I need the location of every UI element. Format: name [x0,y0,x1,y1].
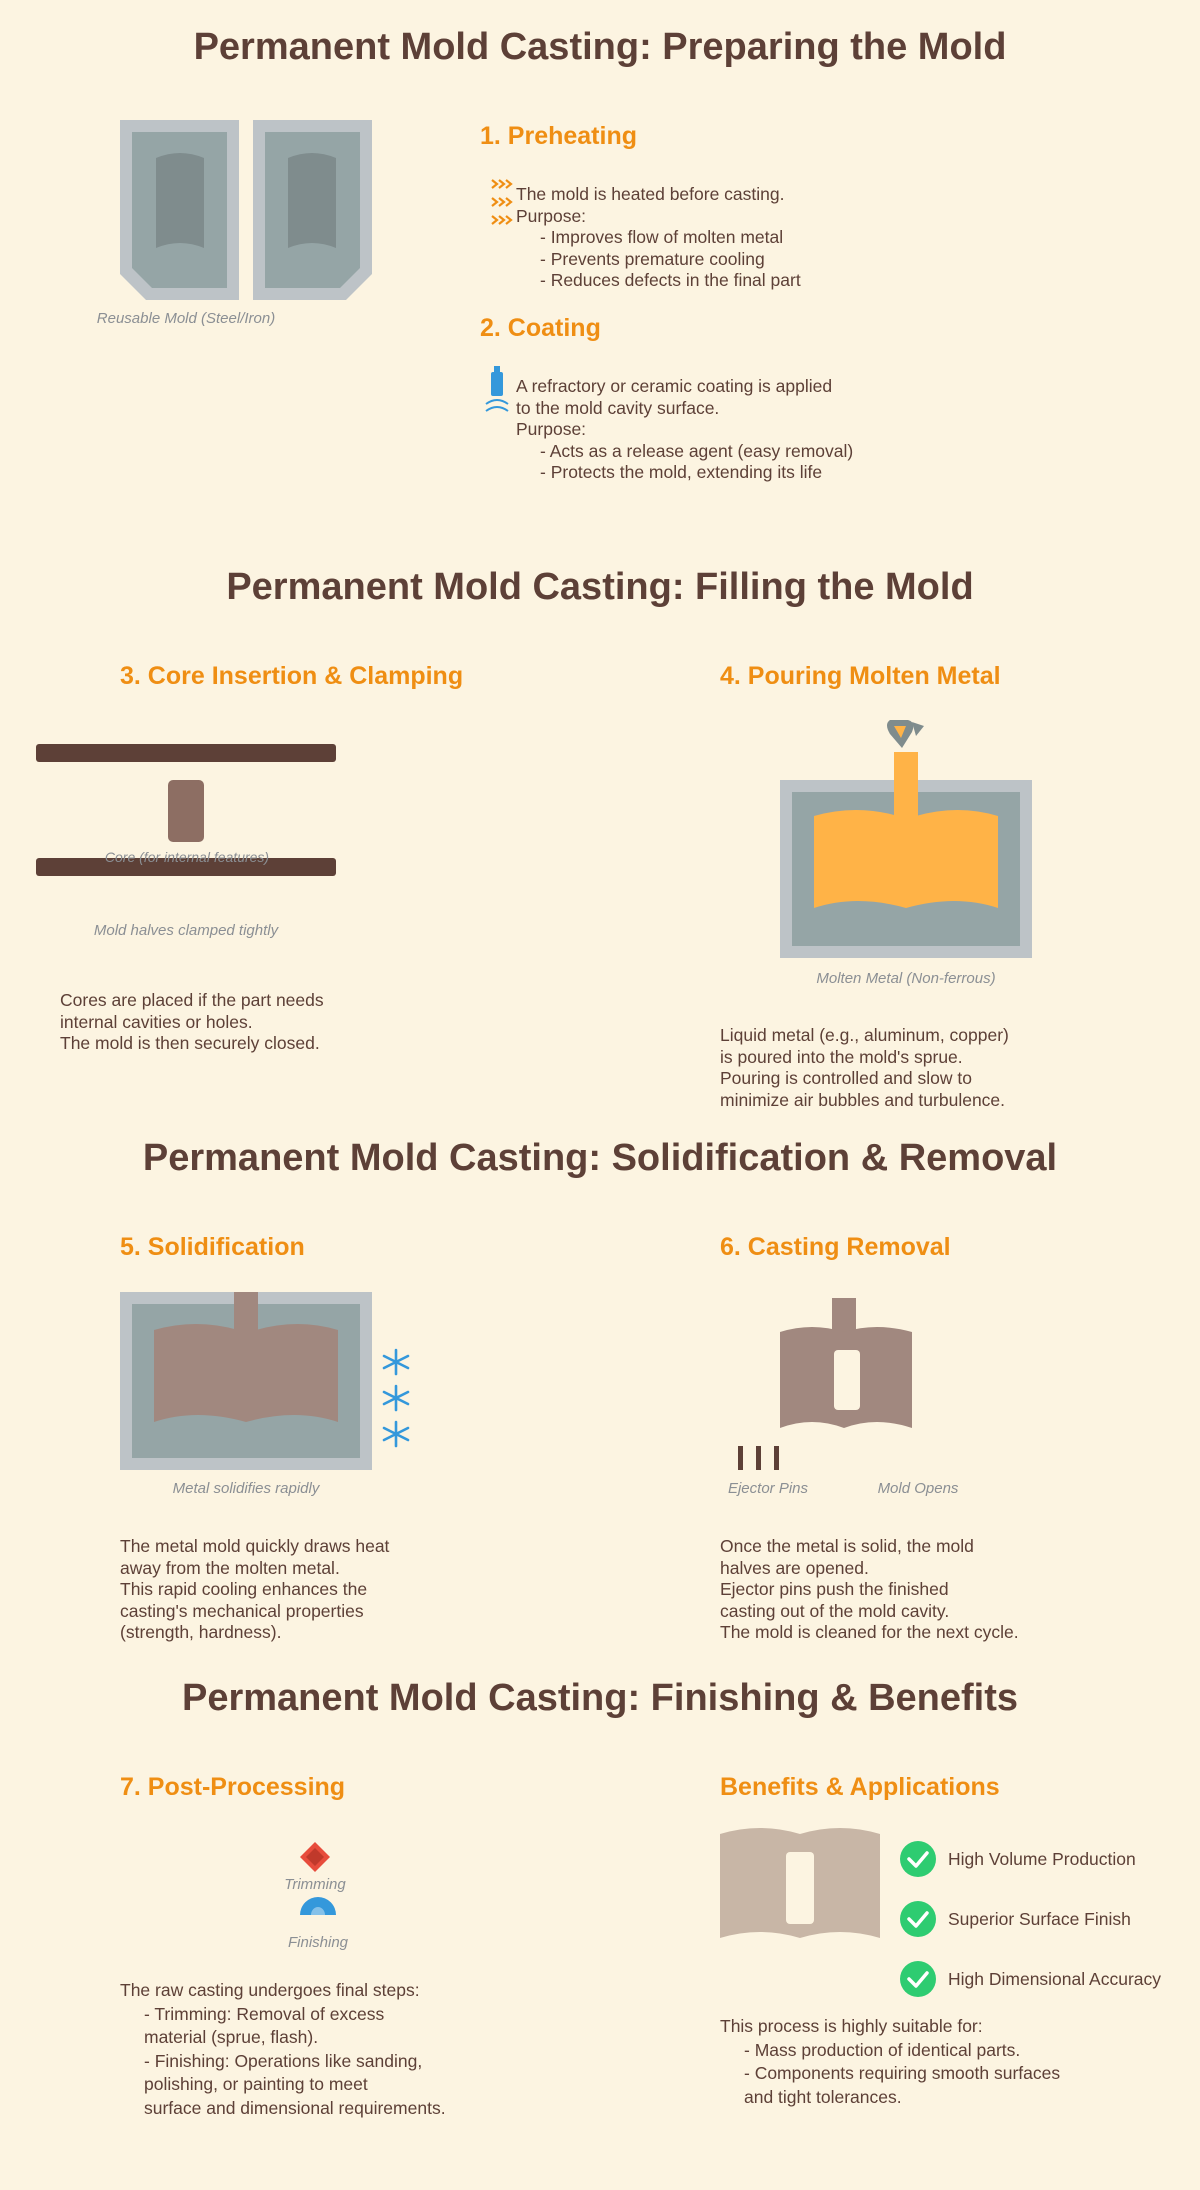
step3-line: Cores are placed if the part needs [60,990,324,1010]
step7-text: The raw casting undergoes final steps: -… [120,1979,446,2120]
core-label: Core (for internal features) [104,849,270,865]
spray-bottle-icon [485,366,509,412]
benefits-bullet: - Mass production of identical parts. [744,2039,1021,2060]
step7-bullet: - Trimming: Removal of excess [144,2003,385,2024]
finished-part-diagram [720,1828,880,1938]
benefits-bullet: and tight tolerances. [744,2086,902,2107]
finishing-label: Finishing [287,1934,349,1951]
step5-line: This rapid cooling enhances the [120,1579,368,1599]
step5-line: casting's mechanical properties [120,1600,364,1621]
step1-line: The mold is heated before casting. [516,184,785,204]
step6-heading: 6. Casting Removal [720,1233,951,1261]
solidification-diagram [120,1292,410,1470]
benefit-item: High Dimensional Accuracy [948,1969,1162,1989]
step7-intro: The raw casting undergoes final steps: [120,1980,420,2000]
step4-heading: 4. Pouring Molten Metal [720,662,1001,690]
step1-text: The mold is heated before casting. Purpo… [516,184,801,292]
check-icon [900,1841,936,1877]
step6-line: halves are opened. [720,1557,869,1578]
snowflake-icon [382,1348,410,1448]
step5-text: The metal mold quickly draws heat away f… [120,1536,389,1644]
step7-heading: 7. Post-Processing [120,1773,346,1801]
section-title-solidification: Permanent Mold Casting: Solidification &… [142,1137,1058,1179]
step3-heading: 3. Core Insertion & Clamping [120,662,464,690]
benefits-intro: This process is highly suitable for: [720,2016,983,2036]
section-title-finishing: Permanent Mold Casting: Finishing & Bene… [181,1677,1019,1719]
step6-line: The mold is cleaned for the next cycle. [720,1622,1019,1642]
step4-line: Pouring is controlled and slow to [720,1068,972,1088]
benefits-text: This process is highly suitable for: - M… [720,2015,1060,2109]
step7-bullet: - Finishing: Operations like sanding, [144,2050,423,2071]
step7-bullet: polishing, or painting to meet [144,2074,368,2094]
step3-line: internal cavities or holes. [60,1011,253,1032]
step6-line: Once the metal is solid, the mold [720,1536,974,1556]
trimming-icon [300,1842,330,1872]
step4-text: Liquid metal (e.g., aluminum, copper) is… [720,1025,1009,1111]
step2-bullet: - Protects the mold, extending its life [540,462,823,482]
step6-text: Once the metal is solid, the mold halves… [720,1536,1019,1644]
step2-text: A refractory or ceramic coating is appli… [516,376,853,484]
step3-text: Cores are placed if the part needs inter… [60,990,324,1055]
heat-icon [491,179,513,225]
step2-line: Purpose: [516,419,587,439]
casting-removal-diagram [738,1298,912,1470]
step1-bullet: - Prevents premature cooling [540,248,765,269]
benefits-heading: Benefits & Applications [720,1773,1000,1801]
step4-line: minimize air bubbles and turbulence. [720,1089,1006,1110]
step5-heading: 5. Solidification [120,1233,305,1261]
step1-line: Purpose: [516,205,587,226]
step3-line: The mold is then securely closed. [60,1033,320,1053]
step7-bullet: material (sprue, flash). [144,2027,319,2047]
finishing-icon [300,1897,336,1915]
check-icon [900,1961,936,1997]
step4-line: Liquid metal (e.g., aluminum, copper) [720,1025,1009,1045]
step5-line: The metal mold quickly draws heat [120,1536,390,1556]
step6-line: Ejector pins push the finished [720,1579,949,1599]
step2-line: to the mold cavity surface. [516,397,720,418]
trimming-label: Trimming [284,1876,346,1893]
section-title-filling: Permanent Mold Casting: Filling the Mold [226,566,974,608]
step5-line: (strength, hardness). [120,1622,282,1642]
benefits-bullet: - Components requiring smooth surfaces [744,2063,1061,2083]
mold-caption: Reusable Mold (Steel/Iron) [96,310,276,327]
step2-bullet: - Acts as a release agent (easy removal) [540,440,854,461]
pouring-diagram [780,720,1032,958]
step7-bullet: surface and dimensional requirements. [144,2097,446,2118]
ejector-pins-caption: Ejector Pins [727,1480,809,1497]
step1-bullet: - Improves flow of molten metal [540,227,784,247]
step6-line: casting out of the mold cavity. [720,1600,950,1621]
section-title-preparing: Permanent Mold Casting: Preparing the Mo… [193,26,1007,68]
clamp-diagram [36,744,336,876]
pouring-caption: Molten Metal (Non-ferrous) [816,970,996,987]
solidify-caption: Metal solidifies rapidly [172,1480,320,1497]
clamp-caption: Mold halves clamped tightly [93,922,279,939]
mold-opens-caption: Mold Opens [877,1480,959,1497]
check-icon [900,1901,936,1937]
benefit-item: High Volume Production [948,1849,1136,1869]
benefit-item: Superior Surface Finish [948,1909,1131,1929]
step5-line: away from the molten metal. [120,1557,340,1578]
step2-line: A refractory or ceramic coating is appli… [516,376,833,396]
step2-heading: 2. Coating [480,314,601,342]
reusable-mold-diagram [120,120,372,300]
step1-heading: 1. Preheating [480,122,637,150]
step4-line: is poured into the mold's sprue. [720,1046,963,1067]
step1-bullet: - Reduces defects in the final part [540,270,801,290]
